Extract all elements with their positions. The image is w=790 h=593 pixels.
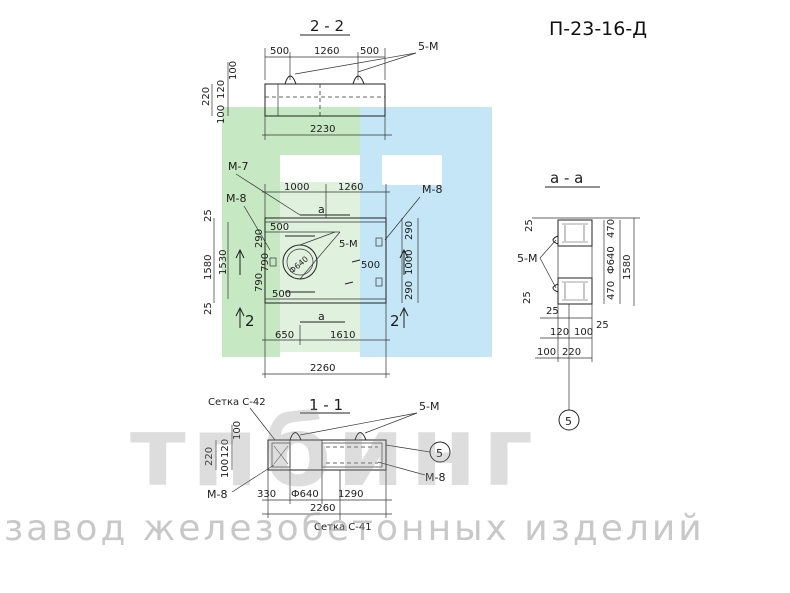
plan-dim-1000: 1000 (284, 182, 309, 193)
s22-loop-right (352, 75, 365, 85)
s11-dim-100b: 100 (232, 421, 243, 440)
saa-dim-25a: 25 (546, 306, 559, 317)
s11-dim-1290: 1290 (338, 489, 363, 500)
saa-callout: 5 (565, 415, 572, 428)
plan-m7-label: M-7 (228, 160, 248, 173)
plan-dim-790b: 790 (254, 273, 265, 292)
saa-dim-470-bottom: 470 (606, 281, 617, 300)
s11-dim-220: 220 (204, 447, 215, 466)
plan-dim-290a: 290 (254, 229, 265, 248)
plan-dim-25-top: 25 (203, 209, 214, 222)
saa-dim-25-top: 25 (524, 219, 535, 232)
plan-dim-650: 650 (275, 330, 294, 341)
saa-lower-block (557, 277, 593, 305)
saa-dim-f640: Ф640 (606, 246, 617, 274)
logo-green-cut (280, 155, 348, 182)
s11-mesh-top: Сетка С-42 (208, 397, 266, 408)
logo-blue-cut (382, 155, 442, 185)
saa-dim-1580: 1580 (622, 255, 633, 280)
plan-slab (264, 217, 387, 304)
s11-dim-100a: 100 (220, 459, 231, 478)
s11-title: 1 - 1 (309, 396, 343, 414)
plan-view: 1000 1260 M-7 M-8 M-8 a Ф640 (203, 160, 442, 378)
s11-mesh-bottom: Сетка С-41 (314, 522, 372, 533)
s22-slab (264, 83, 386, 117)
s11-m8-right: M-8 (425, 471, 445, 484)
plan-m8-left-label: M-8 (226, 192, 246, 205)
s22-dim-500a: 500 (270, 46, 289, 57)
plan-dim-1530: 1530 (218, 250, 229, 275)
saa-dim-25b: 25 (596, 320, 609, 331)
s11-dim-2260: 2260 (310, 503, 335, 514)
plan-dim-500-topleft: 500 (270, 222, 289, 233)
watermark-subtitle: завод железобетонных изделий (4, 508, 705, 549)
saa-dim-120: 120 (550, 327, 569, 338)
s11-dim-f640: Ф640 (291, 489, 319, 500)
saa-dim-220: 220 (562, 347, 581, 358)
saa-callout-circle (558, 409, 580, 431)
plan-dim-790a: 790 (260, 253, 271, 272)
s22-loop-left (284, 75, 297, 85)
s22-dim-220: 220 (201, 87, 212, 106)
plan-loop-label: 5-M (339, 239, 358, 250)
plan-cut-2-right: 2 (390, 312, 400, 330)
s11-loop-label: 5-M (419, 400, 439, 413)
plan-dim-500-right: 500 (361, 260, 380, 271)
s22-dim-2230: 2230 (310, 124, 335, 135)
plan-cut-a-bottom: a (318, 310, 325, 323)
plan-dim-1000-right: 1000 (404, 250, 415, 275)
saa-dim-470-top: 470 (606, 219, 617, 238)
saa-dim-100b: 100 (537, 347, 556, 358)
plan-dim-2260: 2260 (310, 363, 335, 374)
plan-dim-290-right-bottom: 290 (404, 281, 415, 300)
section-1-1: 1 - 1 Сетка С-42 5-M 5 M-8 M-8 (204, 396, 451, 533)
s22-dim-100a: 100 (216, 105, 227, 124)
section-2-2: 2 - 2 500 1260 500 5-M 220 (201, 17, 438, 140)
plan-dim-1260: 1260 (338, 182, 363, 193)
saa-title: a - a (550, 169, 583, 187)
section-a-a: a - a 25 5-M (517, 169, 640, 431)
s22-dim-1260: 1260 (314, 46, 339, 57)
s11-callout: 5 (436, 447, 443, 460)
s11-slab (267, 439, 387, 471)
watermark-brand: тпбинг (130, 396, 539, 508)
plan-cut-2-left: 2 (245, 312, 255, 330)
plan-dim-25-bottom: 25 (203, 302, 214, 315)
drawing-title: П-23-16-Д (549, 18, 648, 40)
plan-dim-1580: 1580 (203, 255, 214, 280)
saa-dim-100a: 100 (574, 327, 593, 338)
plan-cut-a-top: a (318, 203, 325, 216)
s11-dim-120: 120 (220, 439, 231, 458)
saa-dim-25-left: 25 (522, 291, 533, 304)
logo-blue (360, 107, 492, 357)
saa-loop-label: 5-M (517, 252, 537, 265)
s22-loop-label: 5-M (418, 40, 438, 53)
plan-m8-right-label: M-8 (422, 183, 442, 196)
plan-dim-1610: 1610 (330, 330, 355, 341)
s22-dim-500b: 500 (360, 46, 379, 57)
plan-dim-500-bottom: 500 (272, 289, 291, 300)
section-2-2-title: 2 - 2 (310, 17, 344, 35)
s11-m8-left: M-8 (207, 488, 227, 501)
s11-dim-330: 330 (257, 489, 276, 500)
saa-upper-block (557, 219, 593, 247)
s22-dim-100b: 100 (228, 61, 239, 80)
s22-dim-120: 120 (216, 80, 227, 99)
plan-dim-290-right-top: 290 (404, 221, 415, 240)
